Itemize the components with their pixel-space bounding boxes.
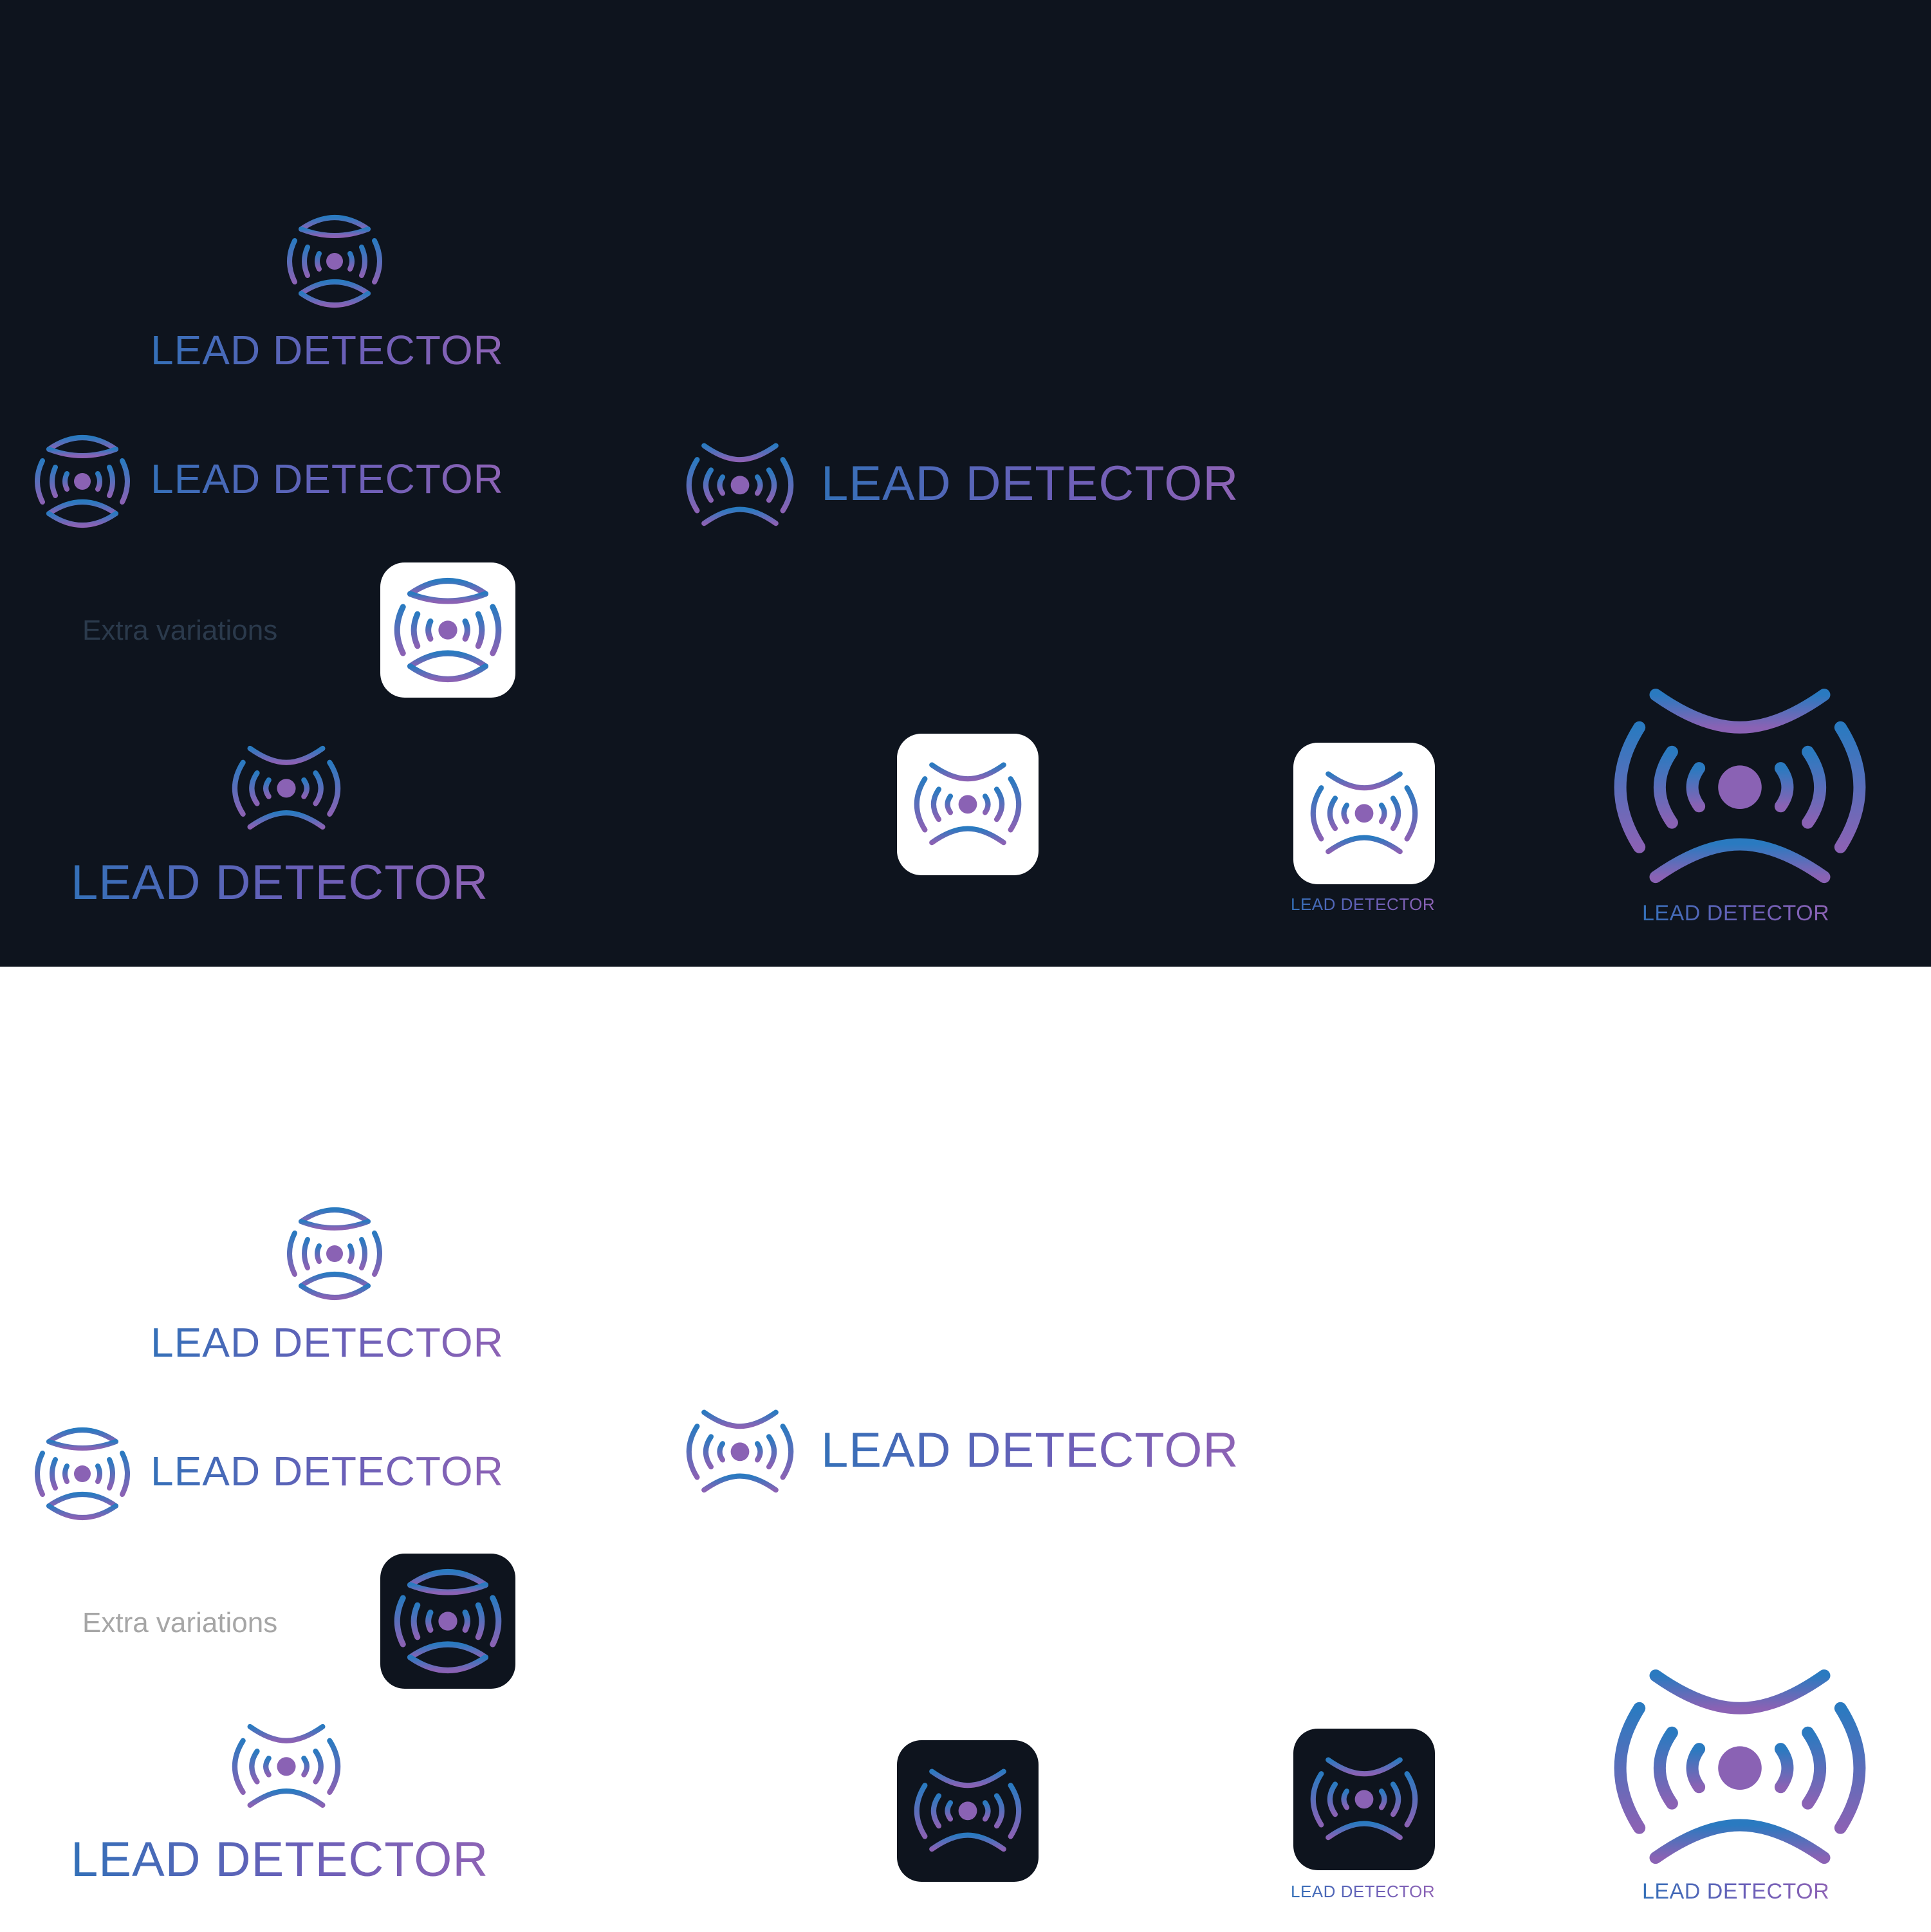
bowtie-radar-large-icon [1592,1657,1888,1874]
bowtie-radar-icon [682,438,798,530]
wordmark-inline-round: LEAD DETECTOR [151,456,504,502]
wordmark-stacked-round: LEAD DETECTOR [151,1319,504,1366]
wordmark-app-icon-small: LEAD DETECTOR [1291,895,1436,914]
wordmark-large-mark: LEAD DETECTOR [1642,901,1830,925]
app-icon-bow-labeled-tile [1293,743,1435,884]
wordmark-stacked-round: LEAD DETECTOR [151,327,504,373]
bowtie-radar-icon [910,757,1026,850]
bowtie-radar-icon [910,1763,1026,1856]
app-icon-round-tile [380,562,515,698]
dark-background-panel: LEAD DETECTOR LEAD DETECTOR LEAD DETECTO… [0,0,1931,967]
round-radar-eye-icon [283,210,386,313]
round-radar-eye-icon [390,572,506,688]
app-icon-bow-labeled-tile [1293,1729,1435,1870]
extra-variations-caption: Extra variations [82,615,278,646]
app-icon-bow-tile [897,1740,1039,1882]
bowtie-radar-icon [682,1404,798,1497]
wordmark-stacked-bow: LEAD DETECTOR [71,855,489,910]
light-background-panel: LEAD DETECTOR LEAD DETECTOR LEAD DETECTO… [0,967,1931,1932]
wordmark-inline-bow: LEAD DETECTOR [821,456,1239,511]
bowtie-radar-icon [228,1718,345,1812]
round-radar-eye-icon [390,1563,506,1679]
wordmark-app-icon-small: LEAD DETECTOR [1291,1882,1436,1901]
bowtie-radar-icon [1306,1752,1422,1844]
bowtie-radar-icon [228,740,345,834]
round-radar-eye-icon [31,1422,134,1525]
wordmark-stacked-bow: LEAD DETECTOR [71,1832,489,1887]
wordmark-large-mark: LEAD DETECTOR [1642,1879,1830,1904]
round-radar-eye-icon [283,1202,386,1305]
round-radar-eye-icon [31,430,134,533]
wordmark-inline-bow: LEAD DETECTOR [821,1423,1239,1478]
app-icon-round-tile [380,1554,515,1689]
app-icon-bow-tile [897,734,1039,875]
bowtie-radar-large-icon [1592,676,1888,893]
extra-variations-caption: Extra variations [82,1607,278,1639]
bowtie-radar-icon [1306,766,1422,859]
wordmark-inline-round: LEAD DETECTOR [151,1448,504,1494]
